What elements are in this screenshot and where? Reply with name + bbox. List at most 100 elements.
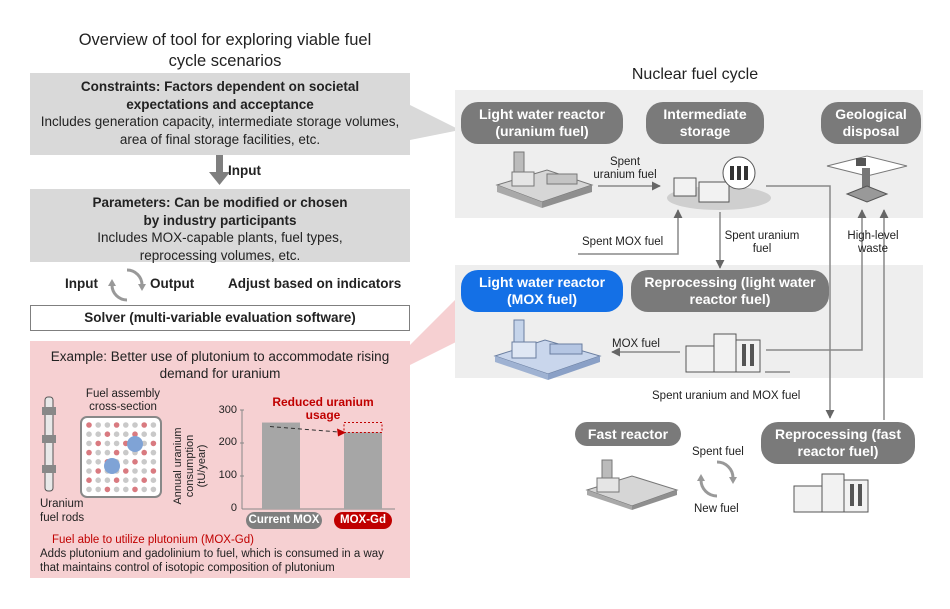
lwr-uranium-plant-icon	[495, 151, 594, 208]
assembly-rod-dot	[113, 486, 120, 493]
example-heading: Example: Better use of plutonium to acco…	[50, 349, 390, 381]
uranium-chart	[240, 409, 395, 510]
assembly-rod-dot	[113, 477, 120, 483]
bar-current-mox	[262, 422, 300, 509]
input-arrow-label: Input	[228, 163, 261, 178]
rods-label: Uranium fuel rods	[40, 498, 85, 524]
label-spent-mox-fuel: Spent MOX fuel	[582, 236, 664, 248]
assembly-rod-dot	[86, 440, 92, 447]
input-arrow	[209, 155, 230, 185]
assembly-rod-dot	[123, 422, 129, 428]
chart-ytick-0: 0	[230, 502, 237, 514]
lwr-mox-plant-icon	[493, 319, 602, 380]
assembly-rod-dot	[86, 459, 92, 465]
mox-gd-desc: Adds plutonium and gadolinium to fuel, w…	[40, 548, 384, 574]
assembly-rod-dot	[86, 477, 92, 483]
reprocessing-lwr-icon	[685, 333, 761, 373]
assembly-rod-dot	[104, 477, 111, 483]
assembly-rod-dot	[150, 468, 157, 474]
fuel-rods-icon	[42, 396, 56, 492]
assembly-rod-dot	[86, 431, 92, 437]
assembly-rod-dot	[150, 486, 157, 493]
intermediate-storage-icon	[667, 156, 771, 210]
assembly-rod-dot	[104, 486, 111, 493]
assembly-rod-dot	[132, 431, 138, 437]
assembly-rod-dot	[132, 422, 138, 428]
label-new-fuel: New fuel	[694, 503, 739, 515]
reprocessing-fast-icon	[793, 473, 869, 513]
assembly-rod-dot	[104, 422, 111, 428]
arrow-storage-to-fast-reprocessing	[766, 185, 835, 419]
chart-ytick-100: 100	[218, 469, 237, 481]
parameters-heading: Parameters: Can be modified or chosen by…	[92, 195, 348, 228]
assembly-rod-dot	[95, 468, 101, 474]
assembly-cross-section-icon	[80, 416, 162, 498]
label-spent-uranium-fuel-2: Spent uranium fuel	[724, 230, 800, 255]
assembly-rod-dot	[141, 468, 147, 474]
category-label-current-mox: Current MOX	[246, 512, 322, 529]
pill-lwr-mox: Light water reactor (MOX fuel)	[461, 270, 623, 312]
arrow-spent-mox-to-storage	[578, 209, 683, 255]
assembly-rod-dot	[113, 422, 120, 428]
fast-cycle-arrows-icon	[697, 460, 737, 498]
pill-reprocessing-fast: Reprocessing (fast reactor fuel)	[761, 422, 915, 464]
mox-gd-title: Fuel able to utilize plutonium (MOX-Gd)	[52, 534, 254, 546]
label-spent-uranium-and-mox: Spent uranium and MOX fuel	[652, 390, 801, 402]
assembly-label: Fuel assembly cross-section	[85, 388, 161, 413]
assembly-rod-dot	[104, 431, 111, 437]
reference-dashed-line	[269, 426, 345, 433]
assembly-rod-dot	[86, 468, 92, 474]
label-spent-uranium-fuel-1: Spent uranium fuel	[593, 156, 657, 181]
reference-arrow	[337, 428, 346, 437]
loop-output-label: Output	[150, 276, 195, 291]
parameters-box: Parameters: Can be modified or chosen by…	[30, 189, 410, 263]
constraints-box: Constraints: Factors dependent on societ…	[30, 73, 410, 155]
adjust-label: Adjust based on indicators	[228, 276, 402, 291]
assembly-rod-dot	[150, 477, 157, 483]
assembly-rod-dot	[132, 477, 138, 483]
assembly-rod-dot	[150, 449, 157, 456]
assembly-rod-dot	[104, 449, 111, 456]
assembly-rod-dot	[113, 449, 120, 456]
arrow-hlw-lwr	[766, 209, 867, 351]
label-high-level-waste: High-level waste	[847, 230, 899, 255]
assembly-rod-dot	[141, 486, 147, 493]
assembly-rod-dot	[132, 459, 138, 465]
assembly-rod-dot	[104, 440, 111, 447]
assembly-rod-dot	[95, 431, 101, 437]
assembly-water-channel	[104, 458, 120, 474]
pill-reprocessing-lwr: Reprocessing (light water reactor fuel)	[631, 270, 829, 312]
constraints-wedge	[410, 105, 460, 140]
pill-intermediate-storage: Intermediate storage	[646, 102, 764, 144]
assembly-rod-dot	[95, 449, 101, 456]
assembly-rod-dot	[86, 486, 92, 493]
page-title: Overview of tool for exploring viable fu…	[78, 31, 372, 70]
fast-reactor-icon	[585, 459, 679, 510]
assembly-rod-dot	[141, 431, 147, 437]
assembly-rod-dot	[123, 459, 129, 465]
assembly-water-channel	[127, 436, 143, 452]
assembly-rod-dot	[123, 486, 129, 493]
assembly-rod-dot	[113, 440, 120, 447]
assembly-rod-dot	[141, 449, 147, 456]
category-label-mox-gd: MOX-Gd	[334, 512, 392, 529]
assembly-rod-dot	[141, 459, 147, 465]
assembly-rod-dot	[95, 486, 101, 493]
geological-disposal-icon	[826, 155, 908, 203]
assembly-rod-dot	[123, 449, 129, 456]
assembly-rod-dot	[95, 422, 101, 428]
constraints-heading: Constraints: Factors dependent on societ…	[80, 79, 360, 112]
chart-ytick-200: 200	[218, 436, 237, 448]
assembly-rod-dot	[123, 477, 129, 483]
cycle-title: Nuclear fuel cycle	[631, 66, 759, 83]
assembly-rod-dot	[132, 468, 138, 474]
assembly-rod-dot	[150, 431, 157, 437]
assembly-rod-dot	[95, 440, 101, 447]
assembly-rod-dot	[123, 431, 129, 437]
loop-input-label: Input	[65, 276, 98, 291]
assembly-rod-dot	[95, 477, 101, 483]
assembly-rod-dot	[95, 459, 101, 465]
assembly-rod-dot	[123, 468, 129, 474]
assembly-rod-dot	[150, 422, 157, 428]
